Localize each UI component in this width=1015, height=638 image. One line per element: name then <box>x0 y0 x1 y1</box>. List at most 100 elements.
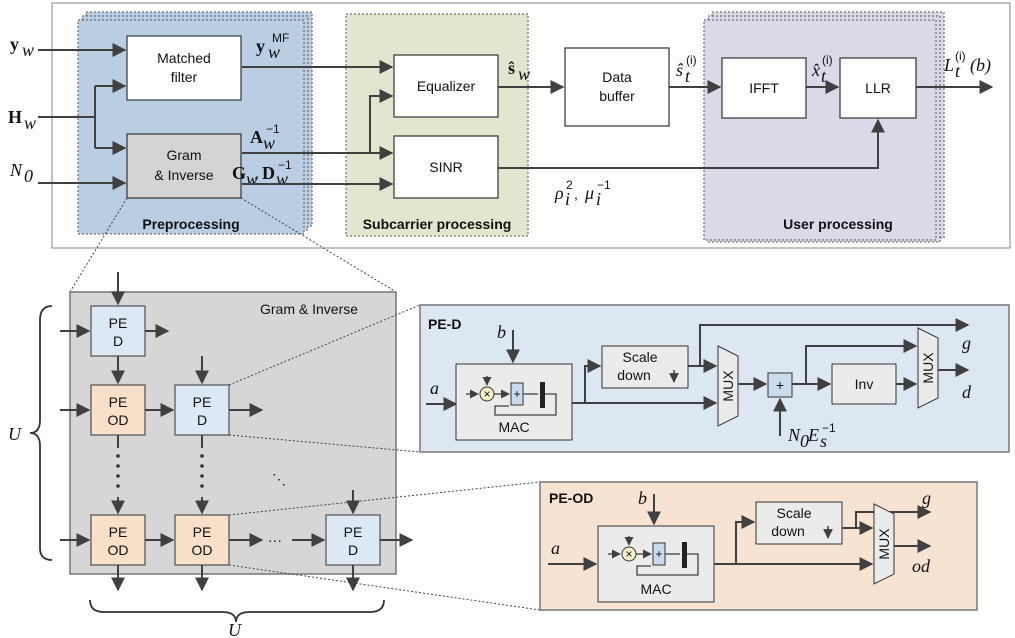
pe-od-mux-label: MUX <box>876 528 892 560</box>
data-buffer-block <box>564 47 670 127</box>
pe-od-scale-2: down <box>771 523 804 539</box>
pe-d-rncn-type: D <box>348 542 358 558</box>
pe-d-r1c1-type: D <box>113 333 123 349</box>
svg-text:×: × <box>483 387 490 401</box>
pe-od-title: PE-OD <box>549 490 593 506</box>
matched-filter-block <box>126 35 242 101</box>
svg-text:x̂: x̂ <box>811 60 820 80</box>
svg-text:μ: μ <box>584 183 594 203</box>
array-dots-diag: ⋱ <box>272 471 286 487</box>
svg-text:w: w <box>22 40 34 60</box>
svg-text:2: 2 <box>566 178 573 192</box>
pe-od-scale-1: Scale <box>776 505 811 521</box>
svg-text:ρ: ρ <box>554 183 564 203</box>
svg-text:×: × <box>625 547 632 561</box>
input-n0: N 0 <box>9 160 33 186</box>
svg-text:w: w <box>268 42 280 62</box>
svg-text:ŝ: ŝ <box>508 58 515 78</box>
pe-d-adder <box>767 372 793 398</box>
svg-text:s: s <box>820 431 827 451</box>
array-vdots <box>116 454 204 488</box>
pe-d-mux1 <box>717 345 739 427</box>
pe-d-r2c2-type: D <box>197 412 207 428</box>
pe-d-g: g <box>962 333 971 353</box>
gram-label-1: Gram <box>167 147 202 163</box>
buffer-label-2: buffer <box>599 88 635 104</box>
pe-d-inv-label: Inv <box>855 376 874 392</box>
svg-text:t: t <box>821 66 827 86</box>
svg-text:w: w <box>518 64 530 84</box>
svg-text:w: w <box>263 133 275 153</box>
pe-od-rnc1-type: OD <box>108 542 129 558</box>
matched-filter-label-1: Matched <box>157 50 211 66</box>
signal-gd: G w , D w −1 <box>232 158 292 189</box>
pe-d-r2c2-label: PE <box>193 394 212 410</box>
svg-text:+: + <box>776 377 784 393</box>
pe-od-rnc2-type: OD <box>192 542 213 558</box>
signal-xt: x̂ t (i) <box>811 53 833 86</box>
brace-left <box>29 305 53 561</box>
pe-d-r1c1-label: PE <box>109 315 128 331</box>
pe-d-noise: N 0 E s −1 <box>787 421 836 451</box>
svg-text:(i): (i) <box>955 49 966 63</box>
svg-text:y: y <box>10 34 19 54</box>
pe-d-mux2 <box>917 327 939 409</box>
svg-text:+: + <box>655 547 662 561</box>
pe-od-r2c1 <box>90 384 146 436</box>
user-label: User processing <box>783 216 893 232</box>
signal-rho-mu: ρ i 2 , μ i −1 <box>554 178 611 209</box>
pe-d-mac-label: MAC <box>498 419 529 435</box>
svg-text:w: w <box>24 113 36 133</box>
user-region <box>703 11 945 243</box>
pe-d-title: PE-D <box>428 316 461 332</box>
pe-d-mux1-label: MUX <box>720 370 736 402</box>
pe-d-scale-2: down <box>617 367 650 383</box>
svg-text:,: , <box>254 166 258 182</box>
matched-filter-label-2: filter <box>171 69 198 85</box>
svg-text:w: w <box>276 169 288 189</box>
pe-od-od: od <box>912 556 931 576</box>
pe-d-scale-1: Scale <box>622 349 657 365</box>
svg-text:0: 0 <box>24 166 33 186</box>
svg-text:,: , <box>574 186 578 202</box>
svg-text:t: t <box>685 66 691 86</box>
pe-d-a: a <box>430 378 439 398</box>
svg-text:(b): (b) <box>970 55 991 76</box>
u-bottom: U <box>228 620 242 638</box>
signal-llr-out: L t (i) (b) <box>943 49 991 81</box>
llr-block <box>839 57 917 119</box>
pe-od-r2c1-type: OD <box>108 412 129 428</box>
svg-text:E: E <box>807 425 819 445</box>
sinr-block <box>393 135 499 199</box>
svg-text:MF: MF <box>272 31 289 45</box>
pe-d-b: b <box>497 322 506 342</box>
svg-text:0: 0 <box>800 431 809 451</box>
signal-ymf: y w MF <box>256 31 289 62</box>
pe-d-mux2-label: MUX <box>920 352 936 384</box>
signal-shat: ŝ w <box>508 58 530 84</box>
svg-text:−1: −1 <box>278 158 292 172</box>
buffer-label-1: Data <box>602 69 632 85</box>
svg-text:G: G <box>232 163 246 183</box>
subcarrier-region <box>345 13 529 237</box>
pe-od-b: b <box>638 488 647 508</box>
svg-text:+: + <box>513 387 520 401</box>
gram-inverse-block <box>126 133 242 199</box>
brace-bottom <box>89 599 385 623</box>
pe-d-r2c2 <box>174 384 230 436</box>
u-left: U <box>8 424 22 444</box>
svg-text:D: D <box>262 163 275 183</box>
subcarrier-label: Subcarrier processing <box>363 216 512 232</box>
array-dots-h: ··· <box>268 532 282 548</box>
pe-od-rnc1 <box>90 514 146 566</box>
svg-text:i: i <box>596 189 601 209</box>
svg-text:y: y <box>256 36 265 56</box>
svg-text:i: i <box>565 189 570 209</box>
pe-od-a: a <box>551 538 560 558</box>
svg-text:A: A <box>250 127 263 147</box>
input-y: y w <box>10 34 34 60</box>
pe-d-d: d <box>962 382 972 402</box>
pe-od-rnc1-label: PE <box>109 524 128 540</box>
